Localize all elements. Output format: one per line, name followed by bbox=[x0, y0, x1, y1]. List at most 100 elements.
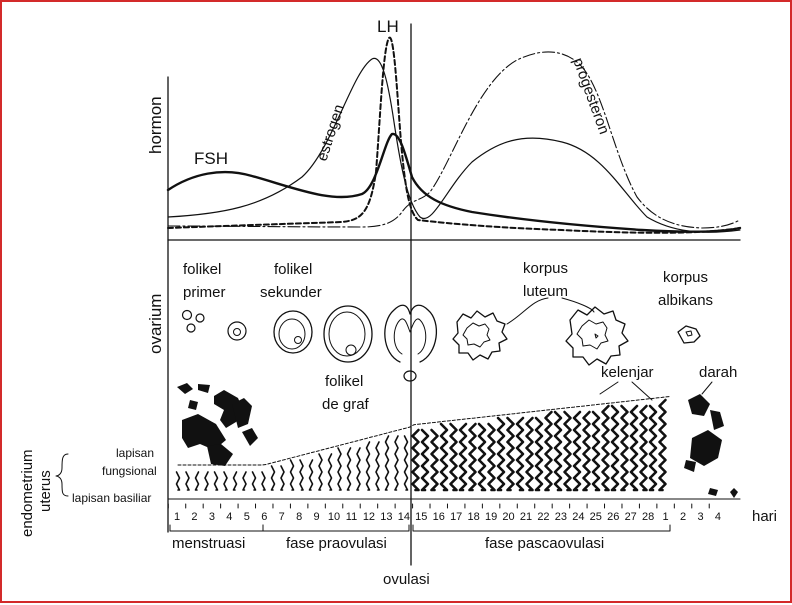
korpus-luteum-label-1: korpus bbox=[523, 260, 568, 277]
gland-stroke bbox=[506, 416, 515, 492]
darah-label: darah bbox=[699, 364, 737, 381]
gland-stroke bbox=[280, 465, 285, 491]
day-number: 7 bbox=[279, 511, 285, 523]
day-number: 2 bbox=[680, 511, 686, 523]
gland-stroke bbox=[308, 459, 314, 491]
day-number: 21 bbox=[520, 511, 532, 523]
uterus-section-label: uterus bbox=[37, 470, 54, 512]
gland-stroke bbox=[318, 453, 323, 491]
folikel-degraf-label-1: folikel bbox=[325, 373, 363, 390]
progesteron-curve bbox=[167, 51, 741, 229]
gland-stroke bbox=[439, 422, 449, 492]
functional-layer-surface bbox=[177, 396, 671, 466]
gland-stroke bbox=[487, 422, 496, 492]
gland-stroke bbox=[582, 410, 591, 492]
gland-stroke bbox=[411, 428, 420, 492]
day-number: 4 bbox=[226, 511, 232, 523]
menstruasi-bracket bbox=[169, 524, 264, 532]
gland-stroke bbox=[496, 416, 506, 492]
gland-stroke bbox=[458, 422, 468, 492]
ovarium-section-label: ovarium bbox=[146, 294, 165, 354]
day-number: 16 bbox=[433, 511, 445, 523]
gland-stroke bbox=[194, 471, 200, 491]
folikel-de-graf-drawing bbox=[323, 305, 373, 363]
lh-curve bbox=[167, 36, 741, 234]
lapisan-label: lapisan bbox=[116, 446, 154, 460]
gland-stroke bbox=[553, 410, 563, 492]
day-number: 14 bbox=[398, 511, 410, 523]
gland-stroke bbox=[477, 422, 487, 492]
gland-stroke bbox=[289, 459, 295, 491]
korpus-albikans-label-1: korpus bbox=[663, 269, 708, 286]
gland-stroke bbox=[563, 410, 572, 492]
kelenjar-label: kelenjar bbox=[601, 364, 654, 381]
menstrual-blood-right bbox=[684, 394, 738, 498]
korpus-albikans-drawing bbox=[677, 325, 701, 344]
day-number: 24 bbox=[572, 511, 584, 523]
gland-stroke bbox=[629, 404, 639, 492]
luteum-pointer-2 bbox=[561, 297, 595, 313]
gland-stroke bbox=[394, 435, 399, 491]
lapisan-basiliar-label: lapisan basiliar bbox=[72, 491, 151, 505]
gland-stroke bbox=[337, 447, 342, 491]
gland-stroke bbox=[534, 416, 544, 492]
day-number: 23 bbox=[555, 511, 567, 523]
ovulasi-label: ovulasi bbox=[383, 571, 430, 588]
day-number: 18 bbox=[468, 511, 480, 523]
fungsional-label: fungsional bbox=[102, 464, 157, 478]
gland-stroke bbox=[346, 447, 352, 491]
day-number: 3 bbox=[209, 511, 215, 523]
endometrium-glands bbox=[175, 396, 671, 492]
gland-stroke bbox=[430, 428, 439, 492]
day-number: 9 bbox=[314, 511, 320, 523]
gland-stroke bbox=[261, 471, 266, 491]
day-number: 25 bbox=[590, 511, 602, 523]
gland-stroke bbox=[544, 410, 553, 492]
gland-stroke bbox=[420, 428, 430, 492]
gland-stroke bbox=[648, 404, 658, 492]
praovulasi-label: fase praovulasi bbox=[286, 535, 387, 552]
gland-stroke bbox=[185, 471, 190, 491]
gland-stroke bbox=[232, 471, 238, 491]
estrogen-curve bbox=[167, 57, 741, 233]
day-number: 1 bbox=[663, 511, 669, 523]
fsh-curve bbox=[166, 132, 742, 233]
day-number: 12 bbox=[363, 511, 375, 523]
day-number: 27 bbox=[625, 511, 637, 523]
gland-stroke bbox=[270, 465, 276, 491]
kelenjar-pointer-1 bbox=[599, 381, 619, 395]
day-number: 5 bbox=[244, 511, 250, 523]
folikel-primer-label-1: folikel bbox=[183, 261, 221, 278]
menstruasi-label: menstruasi bbox=[172, 535, 245, 552]
gland-stroke bbox=[468, 422, 477, 492]
gland-stroke bbox=[403, 435, 409, 491]
gland-stroke bbox=[601, 404, 610, 492]
gland-stroke bbox=[356, 447, 361, 491]
gland-stroke bbox=[658, 398, 667, 492]
pascaovulasi-bracket bbox=[412, 524, 671, 532]
gland-stroke bbox=[251, 471, 257, 491]
folikel-sekunder-label-1: folikel bbox=[274, 261, 312, 278]
endometrium-section-label: endometrium bbox=[19, 449, 36, 537]
darah-pointer bbox=[701, 381, 713, 395]
korpus-albikans-label-2: albikans bbox=[658, 292, 713, 309]
day-number: 28 bbox=[642, 511, 654, 523]
gland-stroke bbox=[591, 410, 601, 492]
luteum-pointer-1 bbox=[506, 297, 549, 325]
progesteron-label: progesteron bbox=[569, 56, 612, 137]
folikel-primer-label-2: primer bbox=[183, 284, 226, 301]
kelenjar-pointer-2 bbox=[631, 381, 653, 401]
gland-stroke bbox=[449, 422, 458, 492]
day-number: 8 bbox=[296, 511, 302, 523]
gland-stroke bbox=[572, 410, 582, 492]
day-number: 11 bbox=[346, 511, 357, 523]
day-number: 10 bbox=[328, 511, 340, 523]
folikel-sekunder-label-2: sekunder bbox=[260, 284, 322, 301]
gland-stroke bbox=[223, 471, 228, 491]
gland-stroke bbox=[213, 471, 219, 491]
day-number: 3 bbox=[697, 511, 703, 523]
gland-stroke bbox=[639, 404, 648, 492]
day-number: 13 bbox=[380, 511, 392, 523]
